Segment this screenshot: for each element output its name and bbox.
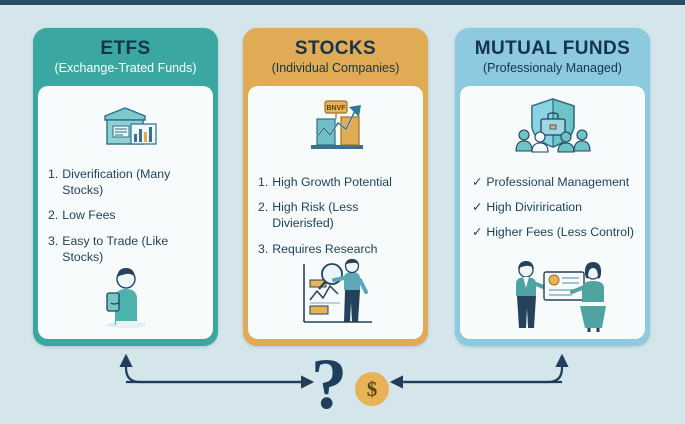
- card-stocks[interactable]: STOCKS (Individual Companies) BNVF: [243, 28, 428, 346]
- list-item: 2. Low Fees: [48, 207, 203, 223]
- list-item: 3. Requires Research: [258, 241, 413, 257]
- connector-arrows: [119, 353, 569, 389]
- list-item: ✓ Higher Fees (Less Control): [472, 224, 635, 240]
- top-strip: [0, 0, 685, 5]
- check-icon: ✓: [472, 175, 483, 189]
- check-icon: ✓: [472, 200, 483, 215]
- dollar-symbol: $: [366, 376, 378, 401]
- list-item-marker: 3.: [258, 241, 269, 256]
- card-stocks-title: STOCKS: [294, 37, 377, 59]
- basket-chart-icon: [91, 94, 161, 156]
- question-mark: ?: [311, 344, 347, 424]
- list-item: ✓ High Divirirication: [472, 199, 635, 215]
- list-item: 1. Diverification (Many Stocks): [48, 166, 203, 198]
- list-item-label: Higher Fees (Less Control): [486, 225, 634, 240]
- card-etfs-subtitle: (Exchange-Trated Funds): [54, 60, 197, 75]
- card-stocks-header: STOCKS (Individual Companies): [243, 28, 428, 86]
- list-item-marker: 3.: [48, 233, 59, 248]
- card-stocks-body: BNVF 1. High Growth Potential 2. High Ri…: [248, 86, 423, 339]
- stocks-feature-list: 1. High Growth Potential 2. High Risk (L…: [248, 174, 423, 266]
- card-mutual-header: MUTUAL FUNDS (Professionaly Managed): [455, 28, 650, 86]
- list-item-label: Diverification (Many Stocks): [62, 167, 171, 198]
- list-item-marker: 2.: [258, 200, 269, 215]
- arrow-to-etfs: [119, 353, 312, 384]
- person-with-phone-icon: [38, 257, 213, 333]
- list-item-label: High Divirirication: [486, 200, 582, 215]
- mutual-feature-list: ✓ Professional Management ✓ High Divirir…: [460, 174, 645, 250]
- list-item-label: Professional Management: [486, 175, 630, 189]
- list-item-marker: 1.: [258, 175, 269, 189]
- list-item-label: High Risk (Less Divierisfed): [272, 200, 359, 231]
- person-with-magnifier-icon: [248, 257, 423, 333]
- check-icon: ✓: [472, 225, 483, 240]
- arrow-to-mutual: [392, 353, 569, 384]
- list-item-marker: 1.: [48, 167, 59, 181]
- list-item: 3. Easy to Trade (Like Stocks): [48, 233, 203, 265]
- card-etfs-title: ETFS: [100, 37, 151, 59]
- infographic-canvas: ETFS (Exchange-Trated Funds): [33, 28, 650, 420]
- shield-briefcase-people-icon: [510, 94, 596, 156]
- card-mutual-subtitle: (Professionaly Managed): [483, 60, 622, 75]
- dollar-coin-icon: $: [355, 372, 389, 406]
- advisor-client-document-icon: [460, 257, 645, 333]
- card-stocks-subtitle: (Individual Companies): [271, 60, 400, 75]
- svg-text:BNVF: BNVF: [326, 105, 346, 112]
- card-mutual-body: ✓ Professional Management ✓ High Divirir…: [460, 86, 645, 339]
- growth-chart-arrow-icon: BNVF: [297, 94, 375, 156]
- list-item-marker: 2.: [48, 208, 59, 223]
- card-mutual-funds[interactable]: MUTUAL FUNDS (Professionaly Managed): [455, 28, 650, 346]
- card-etfs-header: ETFS (Exchange-Trated Funds): [33, 28, 218, 86]
- list-item-label: High Growth Potential: [272, 175, 392, 189]
- card-etfs-body: 1. Diverification (Many Stocks) 2. Low F…: [38, 86, 213, 339]
- list-item-label: Easy to Trade (Like Stocks): [62, 233, 169, 264]
- etfs-feature-list: 1. Diverification (Many Stocks) 2. Low F…: [38, 166, 213, 274]
- list-item: 2. High Risk (Less Divierisfed): [258, 199, 413, 231]
- list-item: ✓ Professional Management: [472, 174, 635, 190]
- card-etfs[interactable]: ETFS (Exchange-Trated Funds): [33, 28, 218, 346]
- list-item: 1. High Growth Potential: [258, 174, 413, 190]
- list-item-label: Low Fees: [62, 208, 116, 223]
- card-mutual-title: MUTUAL FUNDS: [474, 37, 631, 59]
- list-item-label: Requires Research: [272, 241, 378, 256]
